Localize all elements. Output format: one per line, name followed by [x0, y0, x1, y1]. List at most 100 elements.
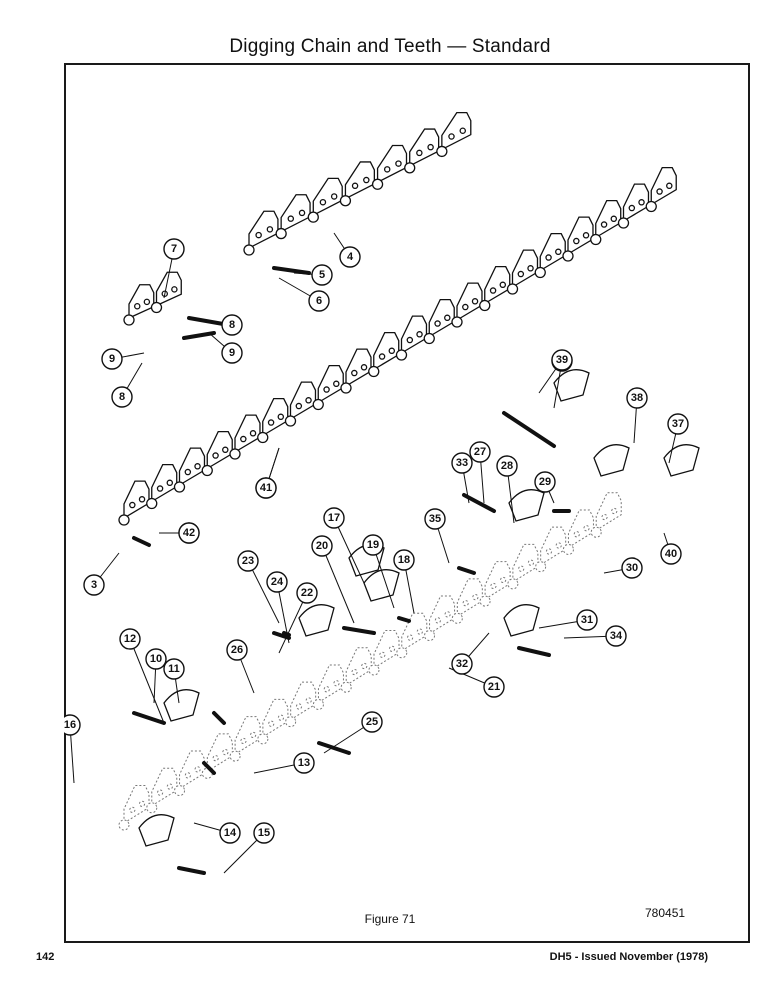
callout-38: 38	[626, 387, 648, 409]
svg-text:18: 18	[398, 554, 410, 566]
callout-leader	[372, 544, 395, 609]
svg-text:20: 20	[316, 540, 328, 552]
chain-drawings	[118, 111, 700, 875]
connecting-link-7	[123, 271, 182, 326]
callout-21: 21	[483, 676, 505, 698]
figure-number: 780451	[645, 906, 686, 920]
svg-text:42: 42	[183, 527, 195, 539]
svg-text:35: 35	[429, 513, 441, 525]
callout-7: 7	[163, 238, 185, 260]
callout-25: 25	[361, 711, 383, 733]
svg-text:41: 41	[260, 482, 272, 494]
svg-text:10: 10	[150, 653, 162, 665]
svg-text:13: 13	[298, 757, 310, 769]
callout-6: 6	[308, 290, 330, 312]
callout-leader	[333, 517, 365, 584]
chain-section-4	[243, 111, 472, 256]
callout-markers: 1234567889910111213141516171819202122232…	[64, 238, 689, 844]
callout-leaders	[69, 232, 679, 874]
callout-4: 4	[339, 246, 361, 268]
figure-caption: Figure 71	[364, 912, 416, 926]
callout-20: 20	[311, 535, 333, 557]
svg-text:23: 23	[242, 555, 254, 567]
callout-17: 17	[323, 507, 345, 529]
svg-text:30: 30	[626, 562, 638, 574]
figure-frame	[64, 63, 750, 943]
callout-42: 42	[178, 522, 200, 544]
toothed-chain-assembly	[118, 492, 622, 831]
callout-18: 18	[393, 549, 415, 571]
callout-3: 3	[83, 574, 105, 596]
svg-text:22: 22	[301, 587, 313, 599]
callout-9: 9	[221, 342, 243, 364]
callout-31: 31	[576, 609, 598, 631]
svg-text:21: 21	[488, 681, 500, 693]
svg-text:15: 15	[258, 827, 270, 839]
svg-text:26: 26	[231, 644, 243, 656]
main-chain-1	[118, 167, 677, 526]
issue-note: DH5 - Issued November (1978)	[549, 951, 708, 963]
callout-leader	[321, 545, 355, 624]
svg-text:16: 16	[64, 719, 76, 731]
callout-32: 32	[451, 653, 473, 675]
svg-text:14: 14	[224, 827, 237, 839]
callout-22: 22	[296, 582, 318, 604]
callout-14: 14	[219, 822, 241, 844]
svg-text:32: 32	[456, 658, 468, 670]
callout-8: 8	[111, 386, 133, 408]
callout-37: 37	[667, 413, 689, 435]
svg-text:29: 29	[539, 476, 551, 488]
svg-text:39: 39	[556, 354, 568, 366]
svg-text:19: 19	[367, 539, 379, 551]
callout-29: 29	[534, 471, 556, 493]
callout-15: 15	[253, 822, 275, 844]
svg-text:12: 12	[124, 633, 136, 645]
callout-34: 34	[605, 625, 627, 647]
exploded-parts-diagram: 1234567889910111213141516171819202122232…	[64, 111, 700, 875]
svg-text:24: 24	[271, 576, 284, 588]
svg-text:8: 8	[119, 391, 125, 403]
svg-text:40: 40	[665, 548, 677, 560]
callout-12: 12	[119, 628, 141, 650]
svg-text:11: 11	[168, 663, 180, 675]
svg-text:4: 4	[347, 251, 354, 263]
teeth-and-brackets	[138, 369, 700, 847]
svg-text:9: 9	[109, 353, 115, 365]
callout-28: 28	[496, 455, 518, 477]
callout-5: 5	[311, 264, 333, 286]
pins-and-bushings	[132, 266, 571, 875]
callout-41: 41	[255, 477, 277, 499]
callout-10: 10	[145, 648, 167, 670]
svg-text:5: 5	[319, 269, 325, 281]
callout-39: 39	[551, 349, 573, 371]
callout-19: 19	[362, 534, 384, 556]
svg-text:33: 33	[456, 457, 468, 469]
callout-leader	[278, 592, 308, 654]
callout-24: 24	[266, 571, 288, 593]
svg-text:28: 28	[501, 460, 513, 472]
svg-text:7: 7	[171, 243, 177, 255]
svg-text:25: 25	[366, 716, 378, 728]
callout-40: 40	[660, 543, 682, 565]
callout-35: 35	[424, 508, 446, 530]
callout-8: 8	[221, 314, 243, 336]
callout-27: 27	[469, 441, 491, 463]
svg-text:31: 31	[581, 614, 593, 626]
svg-text:8: 8	[229, 319, 235, 331]
callout-11: 11	[163, 658, 185, 680]
svg-text:37: 37	[672, 418, 684, 430]
svg-text:38: 38	[631, 392, 643, 404]
svg-text:17: 17	[328, 512, 340, 524]
callout-30: 30	[621, 557, 643, 579]
svg-text:6: 6	[316, 295, 322, 307]
svg-text:34: 34	[610, 630, 623, 642]
svg-text:9: 9	[229, 347, 235, 359]
svg-text:27: 27	[474, 446, 486, 458]
callout-9: 9	[101, 348, 123, 370]
callout-26: 26	[226, 639, 248, 661]
callout-23: 23	[237, 550, 259, 572]
callout-13: 13	[293, 752, 315, 774]
callout-leader	[129, 638, 165, 724]
callout-33: 33	[451, 452, 473, 474]
svg-text:3: 3	[91, 579, 97, 591]
